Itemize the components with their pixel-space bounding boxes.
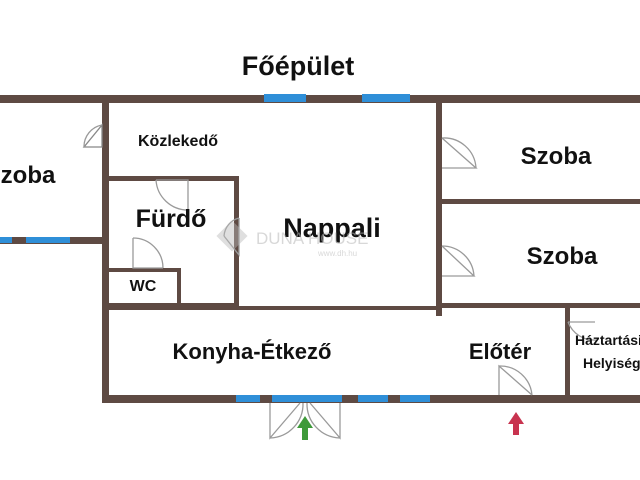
room-label-szoba-top: Szoba [521,143,592,170]
watermark-sub: www.dh.hu [317,249,357,258]
room-label-eloter: Előtér [469,339,532,364]
watermark-brand: DUNA HOUSE [256,229,368,248]
room-label-nappali: Nappali [283,213,381,243]
windows [0,94,430,402]
room-label-wc: WC [130,278,157,295]
doors [82,123,597,440]
plan-title: Főépület [242,51,355,81]
room-label-kozlekedo: Közlekedő [138,133,218,150]
entrance-arrow-icon [297,416,313,440]
secondary-entrance-arrow-icon [508,412,524,435]
room-label-szoba-mid: Szoba [527,243,598,270]
room-label-konyha: Konyha-Étkező [173,339,332,364]
room-label-helyiseg: Helyiség [583,355,640,371]
room-label-haztartasi: Háztartási [575,332,640,348]
room-label-furdo: Fürdő [136,205,207,233]
room-label-szoba-left: Szoba [0,162,56,189]
duna-house-logo-icon [216,220,248,252]
watermark: DUNA HOUSE www.dh.hu [216,220,368,258]
